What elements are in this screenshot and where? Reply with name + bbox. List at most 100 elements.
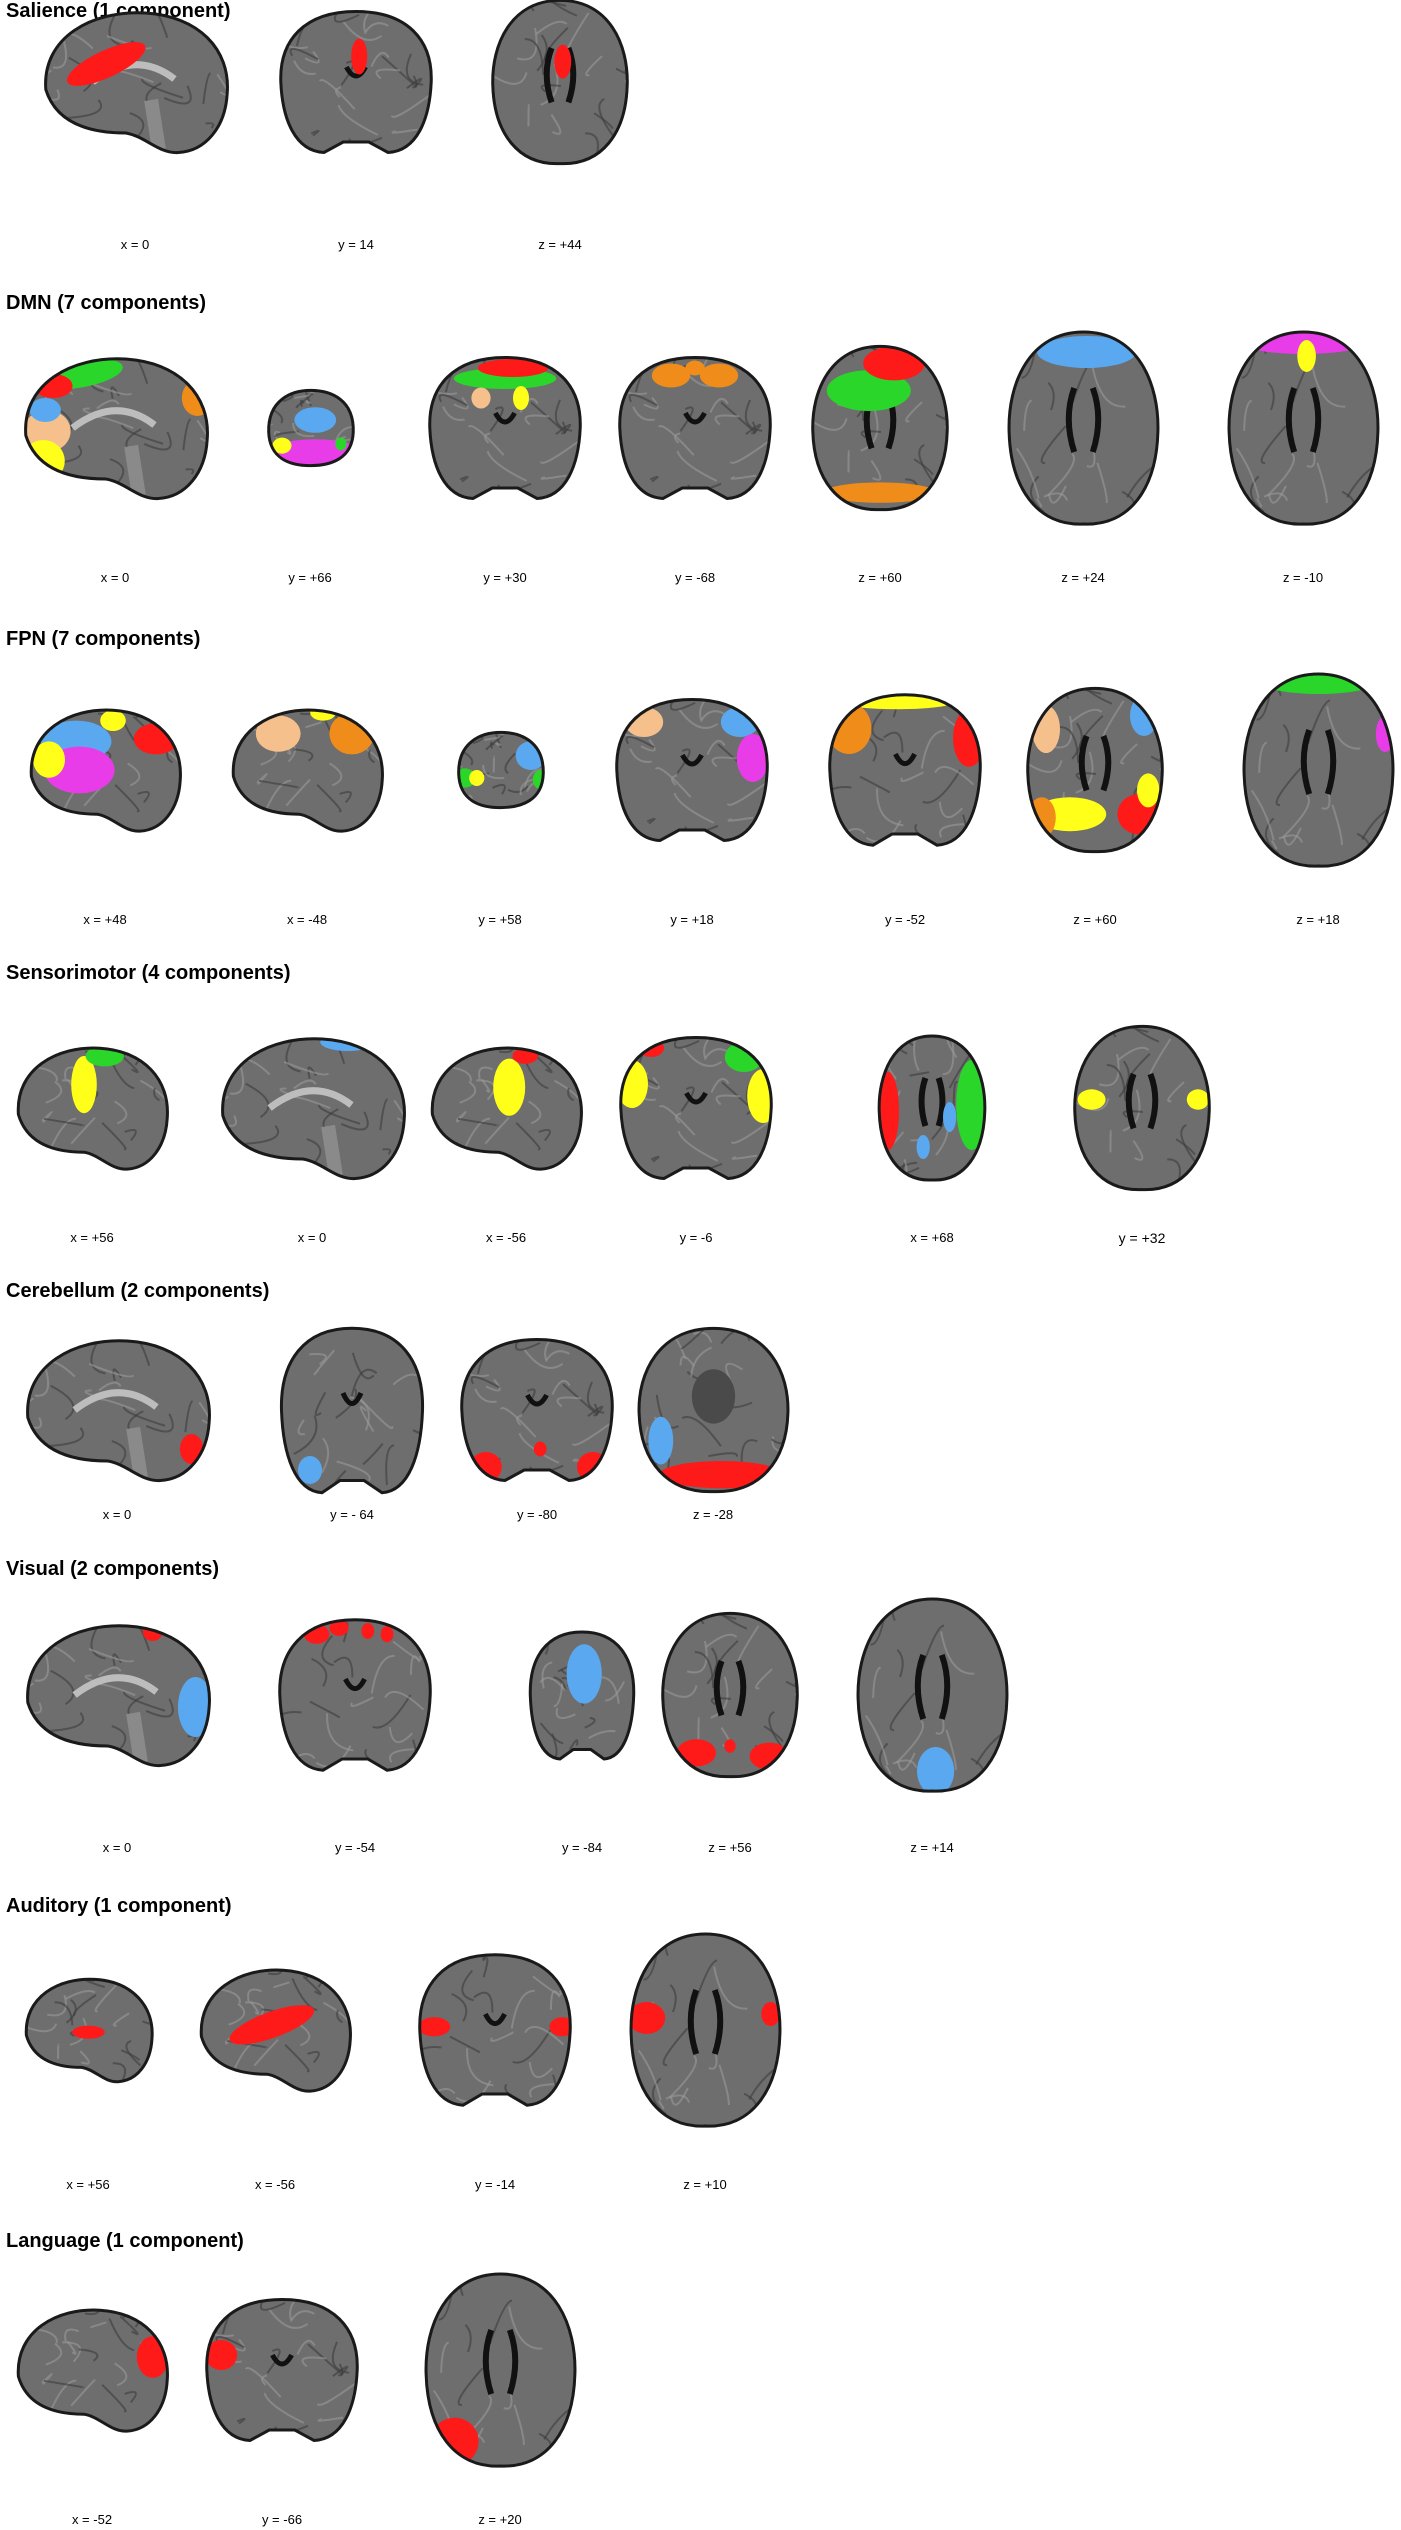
brain-slice-fpn-2 <box>227 705 387 835</box>
activation-blue <box>647 1416 673 1465</box>
activation-blue <box>29 398 61 422</box>
activation-green <box>956 1060 985 1150</box>
brain-outline <box>630 1934 780 2127</box>
activation-yellow <box>1077 1089 1106 1110</box>
activation-red <box>533 1441 547 1457</box>
brain-slice-dmn-3 <box>425 353 585 503</box>
activation-red <box>351 38 368 75</box>
slice-coordinate-dmn-4: y = -68 <box>674 570 716 585</box>
brain-slice-dmn-1 <box>18 353 213 503</box>
section-title-cerebellum: Cerebellum (2 components) <box>6 1280 270 1302</box>
tissue-texture <box>280 11 432 153</box>
activation-orange <box>829 702 872 755</box>
brain-outline <box>492 0 628 164</box>
slice-coordinate-auditory-4: z = +10 <box>683 2177 727 2192</box>
activation-yellow <box>493 1058 526 1116</box>
section-title-language: Language (1 component) <box>6 2230 244 2252</box>
activation-green <box>724 1042 764 1072</box>
activation-yellow <box>513 386 529 410</box>
slice-coordinate-visual-1: x = 0 <box>102 1840 132 1855</box>
slice-coordinate-visual-4: z = +56 <box>708 1840 752 1855</box>
brain-slice-language-1 <box>12 2305 172 2435</box>
brain-slice-cerebellum-4 <box>636 1325 791 1495</box>
slice-coordinate-fpn-4: y = +18 <box>670 912 714 927</box>
activation-blue <box>566 1643 602 1704</box>
slice-coordinate-language-1: x = -52 <box>71 2512 113 2527</box>
activation-green <box>532 770 543 790</box>
brain-outline <box>419 1954 571 2106</box>
brain-slice-fpn-7 <box>1241 670 1396 870</box>
activation-green <box>334 437 347 451</box>
slice-coordinate-auditory-2: x = -56 <box>254 2177 296 2192</box>
brain-slice-language-2 <box>202 2295 362 2445</box>
activation-blue <box>1036 336 1136 368</box>
activation-red <box>229 2005 315 2045</box>
slice-coordinate-dmn-6: z = +24 <box>1061 570 1105 585</box>
brain-slice-sensorimotor-5 <box>877 1033 987 1183</box>
brain-outline <box>279 1619 431 1771</box>
slice-coordinate-dmn-7: z = -10 <box>1282 570 1324 585</box>
brain-slice-language-3 <box>423 2270 578 2470</box>
brain-slice-fpn-1 <box>25 705 185 835</box>
slice-coordinate-language-2: y = -66 <box>261 2512 303 2527</box>
activation-yellow <box>310 710 336 721</box>
brain-outline <box>1228 332 1378 525</box>
activation-red <box>133 723 179 755</box>
brain-slice-dmn-2 <box>263 388 358 468</box>
slice-coordinate-sensorimotor-2: x = 0 <box>297 1230 327 1245</box>
slice-coordinate-visual-5: z = +14 <box>910 1840 954 1855</box>
slice-coordinate-sensorimotor-4: y = -6 <box>679 1230 713 1245</box>
activation-red <box>630 2002 665 2034</box>
slice-coordinate-salience-3: z = +44 <box>538 237 582 252</box>
brain-outline <box>1074 1026 1210 1190</box>
activation-yellow <box>747 1069 772 1123</box>
activation-red <box>724 1739 736 1753</box>
slice-coordinate-sensorimotor-1: x = +56 <box>70 1230 114 1245</box>
brain-slice-sensorimotor-2 <box>215 1033 410 1183</box>
activation-red <box>658 1461 783 1489</box>
slice-coordinate-auditory-3: y = -14 <box>474 2177 516 2192</box>
brain-slice-fpn-3 <box>453 730 548 810</box>
activation-peach <box>255 715 301 752</box>
brain-slice-sensorimotor-3 <box>426 1043 586 1173</box>
brain-slice-sensorimotor-6 <box>1072 1023 1212 1193</box>
slice-coordinate-fpn-6: z = +60 <box>1073 912 1117 927</box>
activation-red <box>554 44 572 79</box>
slice-coordinate-dmn-5: z = +60 <box>858 570 902 585</box>
tissue-texture <box>616 699 768 841</box>
activation-red <box>66 42 146 86</box>
slice-coordinate-language-3: z = +20 <box>478 2512 522 2527</box>
brain-slice-visual-3 <box>527 1628 637 1763</box>
slice-coordinate-fpn-3: y = +58 <box>478 912 522 927</box>
slice-coordinate-fpn-2: x = -48 <box>286 912 328 927</box>
activation-orange <box>824 482 936 503</box>
section-title-visual: Visual (2 components) <box>6 1558 220 1580</box>
activation-yellow <box>71 1056 97 1114</box>
activation-red <box>549 2017 571 2037</box>
activation-yellow <box>833 694 961 710</box>
activation-blue <box>293 407 336 433</box>
activation-red <box>380 1626 394 1643</box>
activation-red <box>469 1452 502 1481</box>
activation-yellow <box>100 710 126 731</box>
activation-magenta <box>736 734 768 782</box>
brain-outline <box>425 2274 575 2467</box>
activation-yellow <box>33 741 65 778</box>
activation-green <box>826 370 911 411</box>
brain-slice-visual-5 <box>855 1595 1010 1795</box>
section-title-sensorimotor: Sensorimotor (4 components) <box>6 962 291 984</box>
activation-yellow <box>1186 1089 1210 1110</box>
brain-slice-visual-1 <box>20 1620 215 1770</box>
slice-coordinate-visual-2: y = -54 <box>334 1840 376 1855</box>
slice-coordinate-dmn-2: y = +66 <box>288 570 332 585</box>
activation-yellow <box>468 770 484 786</box>
section-title-salience: Salience (1 component) <box>6 0 231 22</box>
activation-red <box>760 2002 780 2026</box>
activation-red <box>206 2340 238 2370</box>
brain-slice-sensorimotor-1 <box>12 1043 172 1173</box>
brain-slice-auditory-4 <box>628 1930 783 2130</box>
brain-outline <box>662 1613 798 1777</box>
activation-red <box>863 346 925 381</box>
activation-red <box>477 359 549 377</box>
activation-red <box>361 1623 375 1639</box>
